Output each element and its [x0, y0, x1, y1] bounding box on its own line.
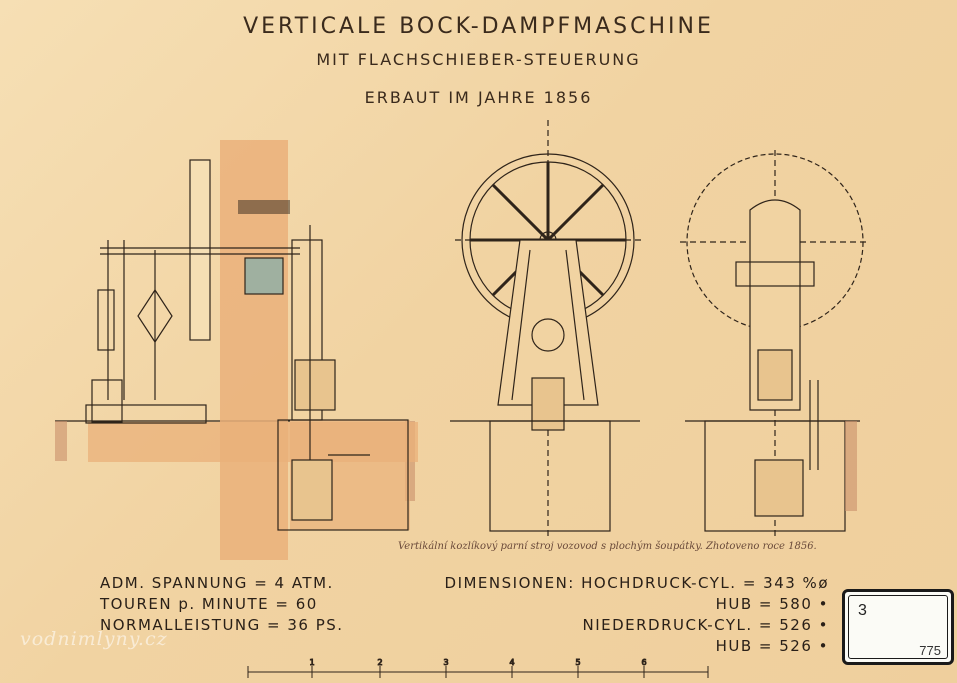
watermark: vodnimlyny.cz — [20, 628, 168, 650]
scale-tick-label: 6 — [641, 658, 646, 667]
spec-power: NORMALLEISTUNG = 36 PS. — [100, 616, 344, 634]
scale-tick-label: 1 — [309, 658, 314, 667]
handwritten-note: Vertikální kozlíkový parní stroj vozovod… — [398, 541, 817, 552]
side-elevation — [85, 140, 418, 560]
scale-tick-label: 2 — [377, 658, 382, 667]
operating-specs: ADM. SPANNUNG = 4 ATM. TOUREN p. MINUTE … — [100, 573, 344, 636]
dim-hp-stroke: HUB = 580 • — [715, 595, 829, 613]
scale-tick-label: 4 — [509, 658, 514, 667]
spec-pressure: ADM. SPANNUNG = 4 ATM. — [100, 574, 334, 592]
archive-label-frame — [848, 595, 948, 659]
archive-label: 3 775 — [842, 589, 954, 665]
scale-bar: 1 2 3 4 5 6 — [247, 658, 709, 678]
dim-lp-stroke: HUB = 526 • — [715, 637, 829, 655]
drawing-title: VERTICALE BOCK-DAMPFMASCHINE — [243, 14, 714, 39]
archive-label-inventory: 775 — [919, 643, 941, 658]
drawing-subtitle: MIT FLACHSCHIEBER-STEUERUNG — [316, 50, 641, 69]
scale-tick-label: 5 — [575, 658, 580, 667]
front-elevation-flywheel — [450, 120, 645, 540]
spec-rpm: TOUREN p. MINUTE = 60 — [100, 595, 318, 613]
drawing-year: ERBAUT IM JAHRE 1856 — [364, 88, 593, 107]
archive-label-number: 3 — [858, 602, 867, 619]
dimensions-block: DIMENSIONEN: HOCHDRUCK-CYL. = 343 %ø HUB… — [445, 573, 829, 657]
scale-tick-label: 3 — [443, 658, 448, 667]
dim-lp-cylinder: NIEDERDRUCK-CYL. = 526 • — [582, 616, 829, 634]
cross-section-view — [680, 150, 870, 540]
dim-hp-cylinder: DIMENSIONEN: HOCHDRUCK-CYL. = 343 %ø — [444, 574, 829, 592]
